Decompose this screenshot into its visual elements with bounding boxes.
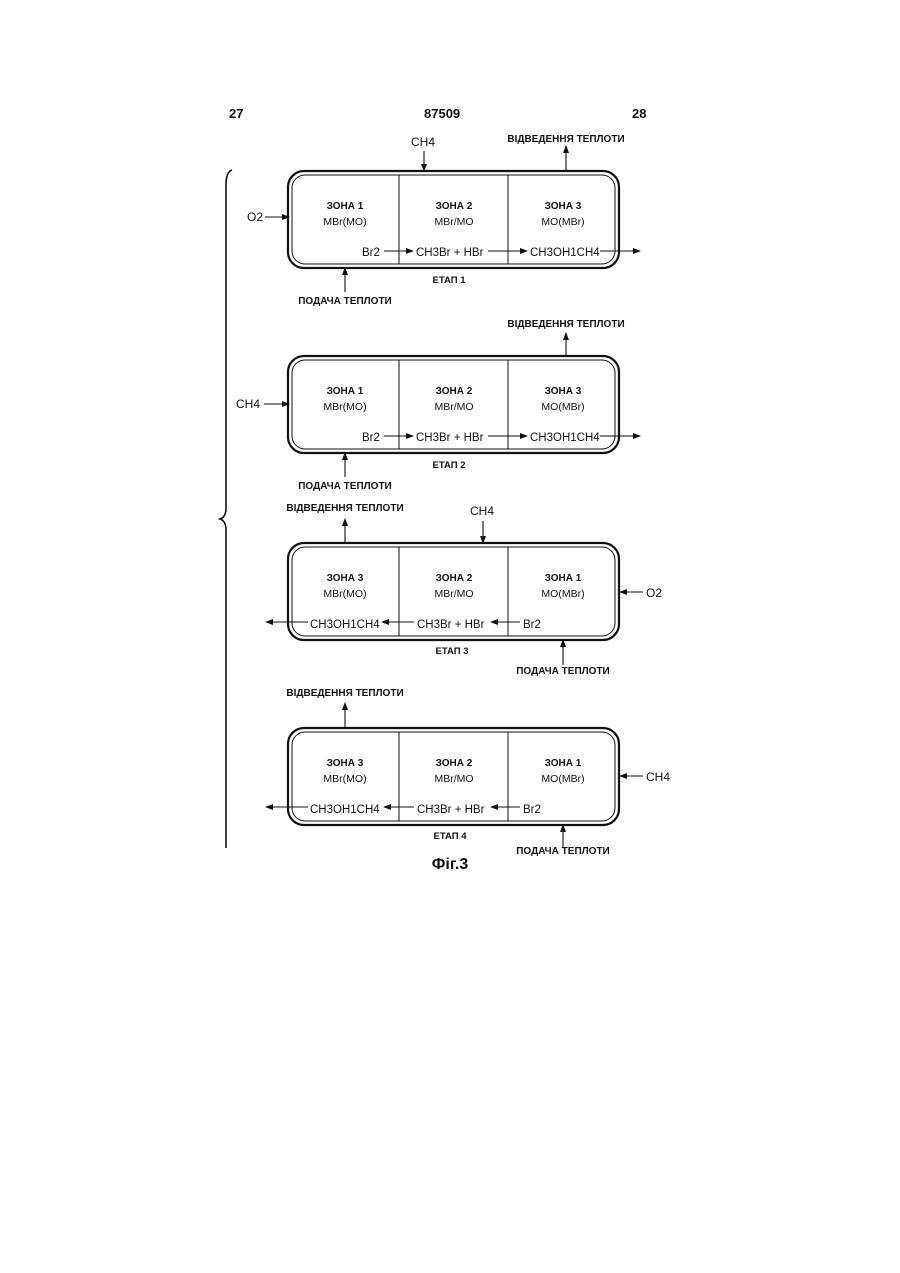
chem-product: CH3OH1CH4: [310, 804, 380, 816]
zone-sub: MO(MBr): [541, 773, 584, 785]
stage-label: ЕТАП 2: [432, 460, 465, 471]
top-feed-label: CH4: [411, 135, 435, 149]
top-feed-label: CH4: [470, 504, 494, 518]
heat-supply-label: ПОДАЧА ТЕПЛОТИ: [516, 666, 610, 677]
stage-1: ЗОНА 1 MBr(MO) ЗОНА 2 MBr/MO ЗОНА 3 MO(M…: [247, 134, 640, 307]
zone-name: ЗОНА 2: [436, 386, 473, 397]
zone-name: ЗОНА 2: [436, 573, 473, 584]
zone-name: ЗОНА 1: [327, 201, 364, 212]
figure-caption: Фіг.3: [0, 856, 900, 874]
zone-sub: MO(MBr): [541, 401, 584, 413]
feed-label: CH4: [646, 770, 670, 784]
zone-sub: MBr(MO): [323, 773, 366, 785]
zone-sub: MO(MBr): [541, 216, 584, 228]
stage-label: ЕТАП 3: [435, 646, 468, 657]
stage-2: ЗОНА 1 MBr(MO) ЗОНА 2 MBr/MO ЗОНА 3 MO(M…: [236, 319, 640, 492]
stage-label: ЕТАП 1: [432, 275, 466, 286]
zone-sub: MBr/MO: [434, 773, 473, 785]
heat-supply-label: ПОДАЧА ТЕПЛОТИ: [298, 481, 392, 492]
chem-br2: Br2: [523, 804, 541, 816]
zone-sub: MBr(MO): [323, 216, 366, 228]
chem-product: CH3OH1CH4: [310, 619, 380, 631]
zone-name: ЗОНА 1: [545, 573, 582, 584]
zone-name: ЗОНА 2: [436, 758, 473, 769]
chem-br2: Br2: [362, 247, 380, 259]
heat-removal-label: ВІДВЕДЕННЯ ТЕПЛОТИ: [507, 319, 624, 330]
heat-supply-label: ПОДАЧА ТЕПЛОТИ: [298, 296, 392, 307]
heat-removal-label: ВІДВЕДЕННЯ ТЕПЛОТИ: [507, 134, 624, 145]
feed-label: O2: [646, 586, 662, 600]
zone-name: ЗОНА 3: [327, 573, 364, 584]
stage-group-brace: [220, 170, 232, 848]
zone-sub: MBr(MO): [323, 588, 366, 600]
zone-sub: MBr(MO): [323, 401, 366, 413]
stage-4: ЗОНА 3 MBr(MO) ЗОНА 2 MBr/MO ЗОНА 1 MO(M…: [266, 688, 670, 857]
chem-product: CH3OH1CH4: [530, 247, 600, 259]
zone-name: ЗОНА 1: [327, 386, 364, 397]
chem-br2: Br2: [523, 619, 541, 631]
stage-3: ЗОНА 3 MBr(MO) ЗОНА 2 MBr/MO ЗОНА 1 MO(M…: [266, 503, 662, 677]
chem-br2: Br2: [362, 432, 380, 444]
heat-removal-label: ВІДВЕДЕННЯ ТЕПЛОТИ: [286, 688, 403, 699]
zone-sub: MBr/MO: [434, 401, 473, 413]
zone-name: ЗОНА 2: [436, 201, 473, 212]
zone-name: ЗОНА 3: [545, 201, 582, 212]
chem-ch3br-hbr: CH3Br + HBr: [416, 247, 484, 259]
zone-name: ЗОНА 1: [545, 758, 582, 769]
heat-removal-label: ВІДВЕДЕННЯ ТЕПЛОТИ: [286, 503, 403, 514]
stage-label: ЕТАП 4: [433, 831, 467, 842]
chem-ch3br-hbr: CH3Br + HBr: [417, 804, 485, 816]
chem-ch3br-hbr: CH3Br + HBr: [416, 432, 484, 444]
feed-label: O2: [247, 210, 263, 224]
zone-sub: MBr/MO: [434, 216, 473, 228]
chem-ch3br-hbr: CH3Br + HBr: [417, 619, 485, 631]
chem-product: CH3OH1CH4: [530, 432, 600, 444]
feed-label: CH4: [236, 397, 260, 411]
zone-name: ЗОНА 3: [545, 386, 582, 397]
zone-name: ЗОНА 3: [327, 758, 364, 769]
zone-sub: MO(MBr): [541, 588, 584, 600]
zone-sub: MBr/MO: [434, 588, 473, 600]
